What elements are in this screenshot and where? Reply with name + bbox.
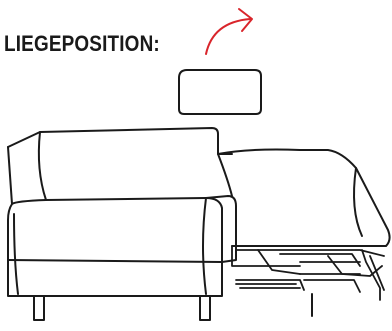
bed-mattress [218, 150, 390, 247]
curved-arrow-icon [206, 9, 252, 54]
bed-frame-mechanism [232, 246, 384, 300]
headrest-cushion [179, 70, 261, 114]
sofa-legs [34, 294, 312, 320]
sofa-backrest [8, 128, 232, 204]
sofa-armrest [8, 198, 222, 296]
sofa-base-line [8, 260, 222, 262]
